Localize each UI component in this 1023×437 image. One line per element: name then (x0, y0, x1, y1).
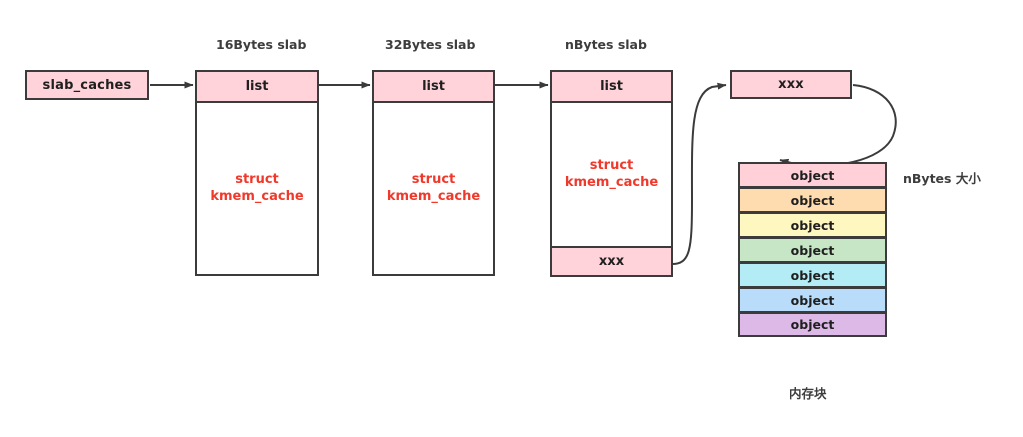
object-label: object (790, 317, 835, 332)
object-label: object (790, 267, 835, 283)
nbytes-size-annotation: nBytes 大小 (903, 171, 981, 186)
caption-slab32: 32Bytes slab (385, 37, 476, 52)
slab-caches-label: slab_caches (42, 77, 132, 93)
kmem-cache-struct-line1: struct (411, 171, 456, 187)
arrow-slabn-foot-to-page (671, 82, 727, 265)
object-row[interactable]: object (738, 187, 887, 212)
kmem-cache-struct-line2: kmem_cache (210, 188, 304, 204)
object-row[interactable]: object (738, 162, 887, 187)
caption-slab16: 16Bytes slab (216, 37, 307, 52)
slab-caches-node[interactable]: slab_caches (25, 70, 149, 100)
object-stack: object object object object object objec… (738, 162, 887, 337)
kmem-cache-body: struct kmem_cache (552, 103, 671, 246)
page-xxx-node[interactable]: xxx (730, 70, 852, 99)
kmem-cache-body: struct kmem_cache (374, 103, 493, 274)
kmem-cache-box-16bytes[interactable]: list struct kmem_cache (195, 70, 319, 276)
caption-slabn: nBytes slab (565, 37, 647, 52)
object-row[interactable]: object (738, 212, 887, 237)
kmem-cache-box-32bytes[interactable]: list struct kmem_cache (372, 70, 495, 276)
kmem-cache-box-nbytes[interactable]: list struct kmem_cache xxx (550, 70, 673, 277)
kmem-cache-struct-line1: struct (589, 157, 634, 173)
kmem-cache-body: struct kmem_cache (197, 103, 317, 274)
kmem-cache-list-label: list (245, 79, 269, 94)
object-label: object (790, 167, 835, 183)
object-label: object (790, 292, 835, 308)
object-label: object (790, 217, 835, 233)
object-label: object (790, 242, 835, 258)
object-row[interactable]: object (738, 312, 887, 337)
kmem-cache-list-row[interactable]: list (197, 72, 317, 103)
kmem-cache-struct-line1: struct (235, 171, 279, 187)
object-row[interactable]: object (738, 287, 887, 312)
kmem-cache-xxx-label: xxx (598, 254, 625, 269)
page-xxx-label: xxx (778, 77, 804, 92)
object-row[interactable]: object (738, 262, 887, 287)
kmem-cache-list-row[interactable]: list (374, 72, 493, 103)
memory-block-annotation: 内存块 (789, 386, 827, 401)
kmem-cache-list-row[interactable]: list (552, 72, 671, 103)
object-row[interactable]: object (738, 237, 887, 262)
kmem-cache-xxx-row[interactable]: xxx (552, 246, 671, 275)
kmem-cache-list-label: list (600, 79, 623, 94)
kmem-cache-struct-line2: kmem_cache (564, 174, 659, 190)
kmem-cache-struct-line2: kmem_cache (386, 188, 481, 204)
kmem-cache-list-label: list (422, 79, 445, 94)
object-label: object (790, 192, 835, 208)
